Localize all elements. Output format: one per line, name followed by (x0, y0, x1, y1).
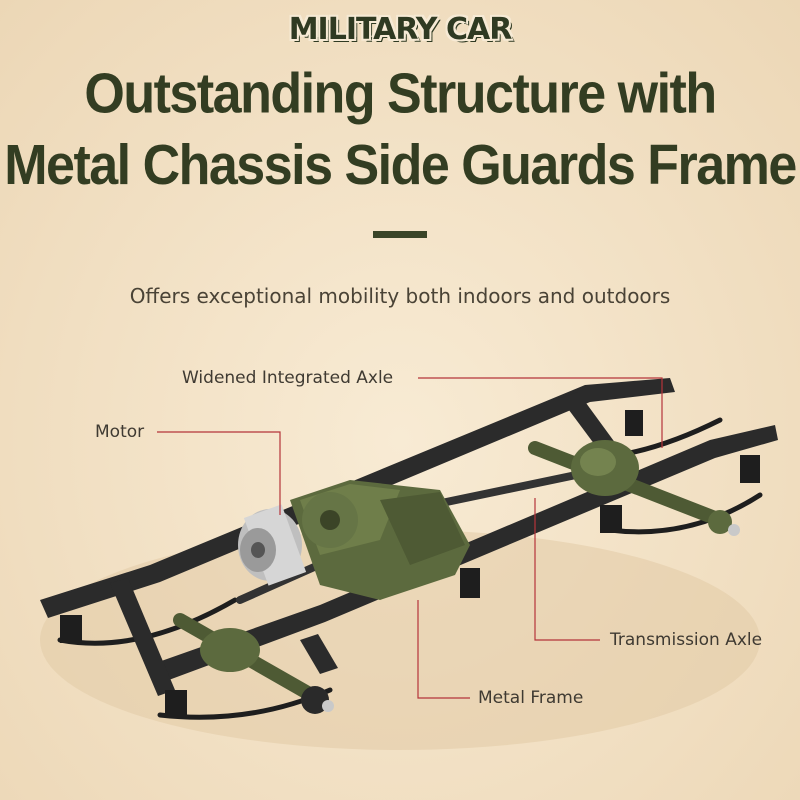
callout-transmission-label: Transmission Axle (610, 630, 763, 650)
rear-axle (528, 440, 740, 536)
floor-shadow (40, 530, 760, 750)
brand-logo: MILITARY CAR (288, 12, 513, 47)
subtitle: Offers exceptional mobility both indoors… (129, 284, 671, 308)
page-headline: Outstanding Structure with Metal Chassis… (0, 59, 800, 202)
headline-divider (373, 231, 427, 238)
gearbox-housing (290, 480, 470, 600)
front-axle (173, 613, 334, 714)
headline-line-2: Metal Chassis Side Guards Frame (4, 134, 797, 197)
callout-axle-label: Widened Integrated Axle (182, 368, 394, 388)
motor-icon (238, 504, 307, 586)
headline-line-1: Outstanding Structure with (84, 63, 717, 126)
callout-leader-lines (157, 377, 663, 699)
callout-motor-label: Motor (95, 422, 145, 442)
callout-frame-label: Metal Frame (478, 688, 584, 708)
